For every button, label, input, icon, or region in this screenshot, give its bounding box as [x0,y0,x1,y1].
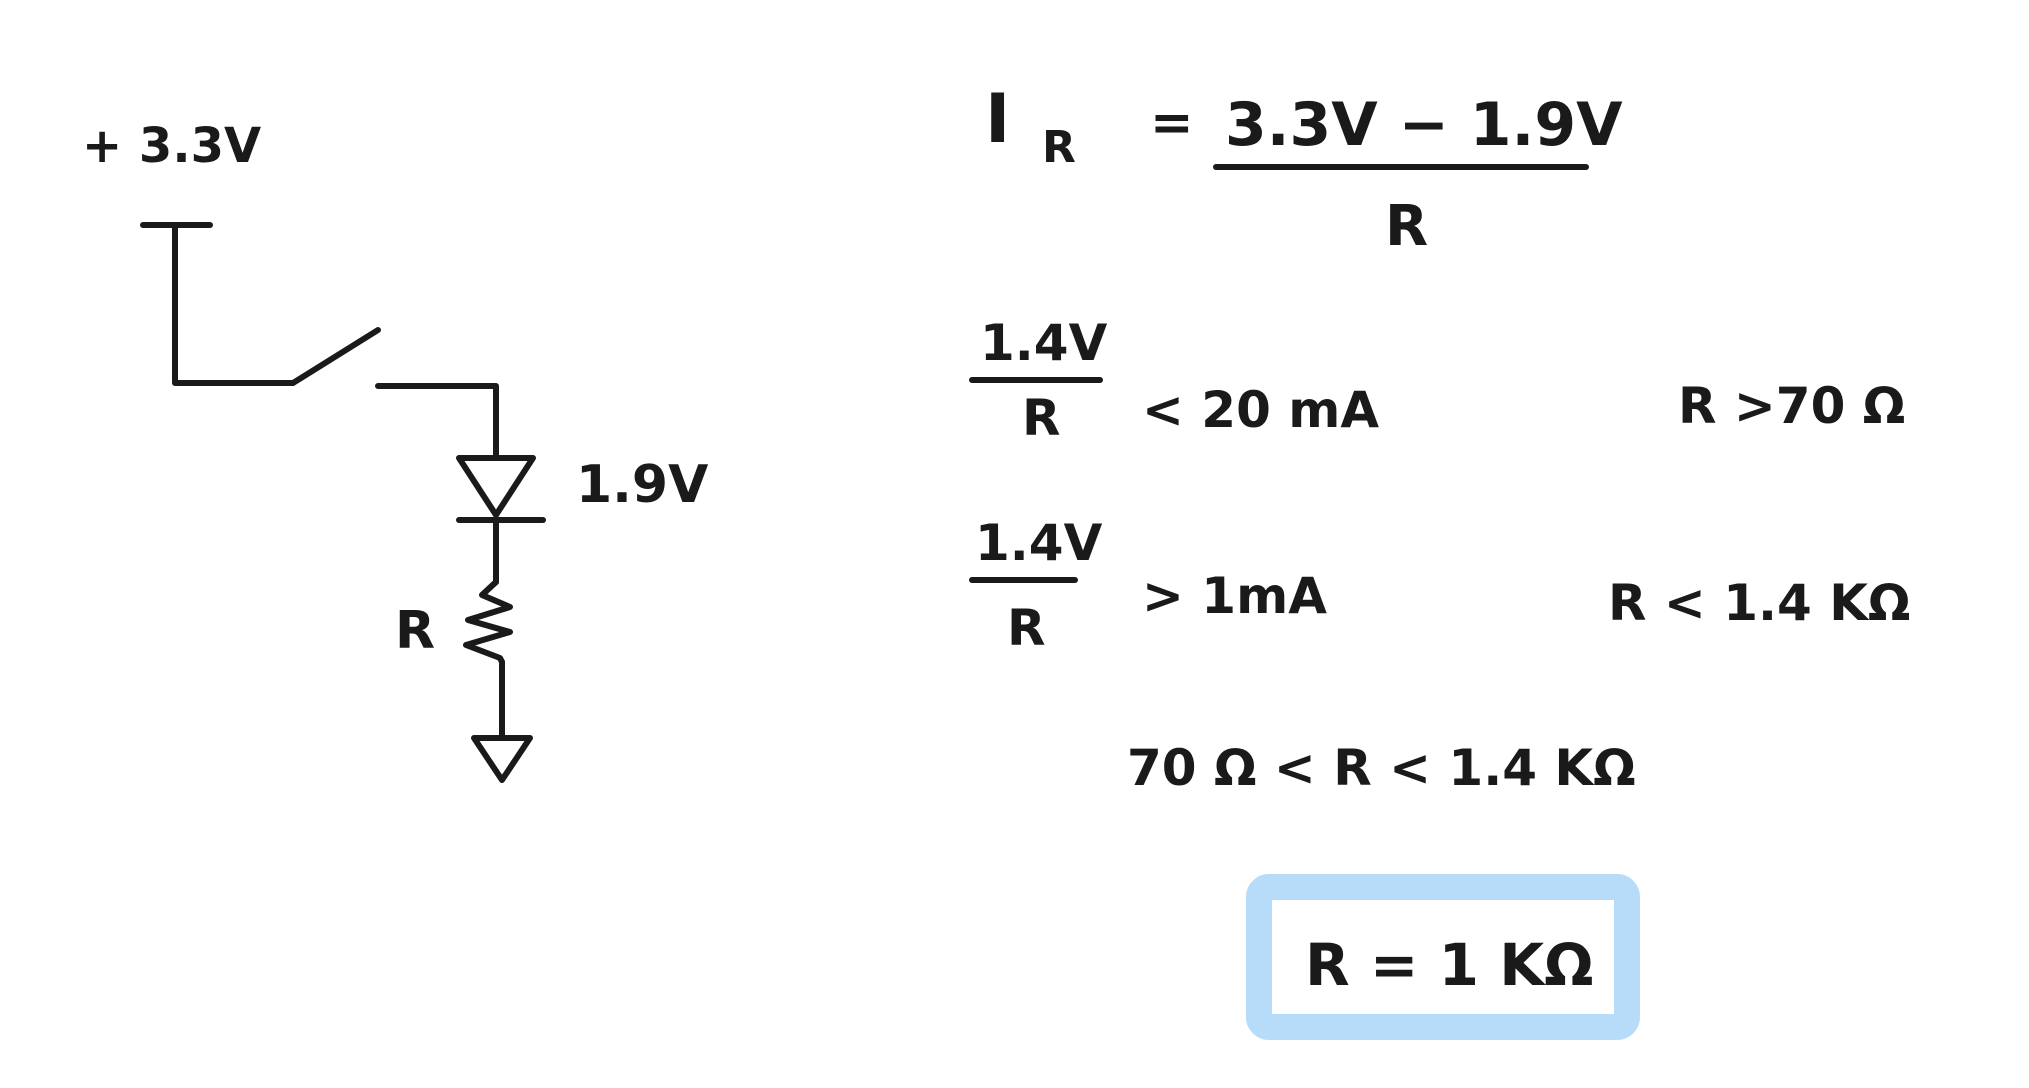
min-current-relation: > 1mA [1142,567,1327,625]
led-circuit-schematic: + 3.3V 1.9V R [82,118,708,783]
current-numerator: 3.3V − 1.9V [1225,90,1623,160]
current-equation: I R = 3.3V − 1.9V R [985,80,1623,259]
max-current-relation: < 20 mA [1142,381,1379,439]
max-resistance-result: R < 1.4 KΩ [1608,574,1910,632]
answer-highlight-frame [1246,874,1640,1040]
answer-box: R = 1 KΩ [1246,874,1640,1040]
ground-symbol [471,735,533,783]
led-diode-triangle [456,455,536,518]
equals-sign: = [1150,93,1194,153]
max-current-inequality: 1.4V R < 20 mA R >70 Ω [969,314,1905,447]
resistance-range: 70 Ω < R < 1.4 KΩ [1127,739,1636,797]
led-voltage-label: 1.9V [576,455,708,515]
min-current-numerator: 1.4V [975,514,1103,572]
current-subscript: R [1042,122,1076,173]
switch-lever [290,327,381,386]
current-symbol: I [985,80,1010,159]
max-current-denominator: R [1022,389,1061,447]
resistor-symbol [463,579,513,665]
min-current-inequality: 1.4V R > 1mA R < 1.4 KΩ [969,514,1910,657]
min-current-denominator: R [1007,599,1046,657]
switch-output-wire [375,383,499,458]
min-resistance-result: R >70 Ω [1678,377,1905,435]
resistor-label: R [395,601,435,661]
current-denominator: R [1385,194,1428,259]
max-current-numerator: 1.4V [980,314,1108,372]
final-resistor-value: R = 1 KΩ [1305,931,1593,999]
supply-voltage-label: + 3.3V [82,118,261,174]
supply-wire [172,222,296,386]
